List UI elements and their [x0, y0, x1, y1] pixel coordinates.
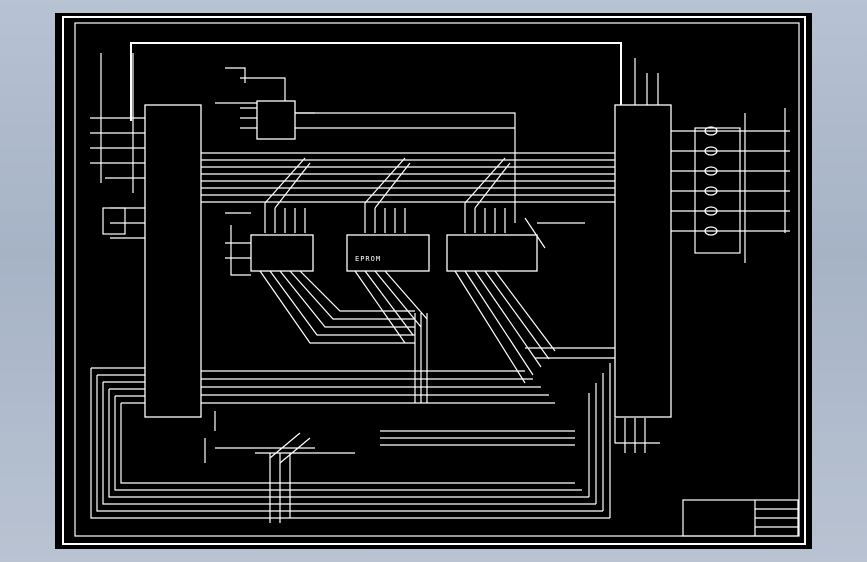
chip-u2 [225, 212, 314, 276]
display-bank [671, 108, 790, 263]
schematic-drawing: EPROM [62, 16, 806, 545]
chip-small-top [240, 100, 315, 140]
chip-u1 [90, 104, 202, 418]
bottom-bus [90, 363, 660, 523]
chip-u3-label: EPROM [355, 255, 381, 263]
chip-u5 [525, 104, 672, 418]
address-bus [201, 270, 556, 404]
outer-frame [62, 16, 806, 545]
chip-u3: EPROM [346, 234, 430, 272]
data-bus [201, 152, 615, 233]
chip-u4 [446, 217, 585, 272]
title-block [682, 499, 799, 537]
cad-viewport[interactable]: EPROM [55, 13, 812, 549]
inner-frame [74, 22, 800, 537]
